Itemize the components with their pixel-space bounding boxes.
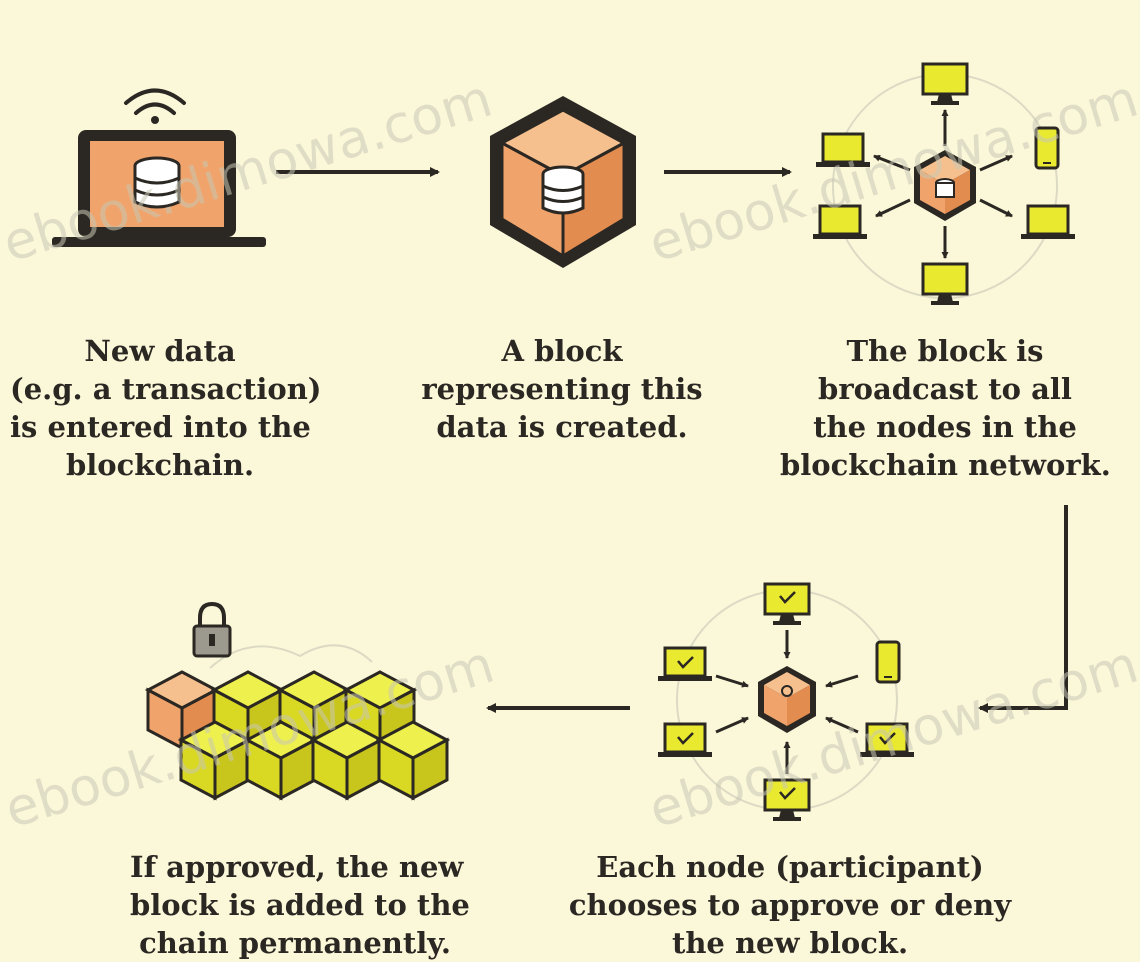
caption-line: If approved, the new: [130, 850, 464, 884]
caption-line: (e.g. a transaction): [10, 372, 322, 406]
laptop-database-icon: [52, 88, 266, 247]
step-4-caption: Each node (participant) chooses to appro…: [560, 848, 1020, 962]
network-broadcast-icon: [811, 62, 1077, 307]
caption-line: A block: [501, 334, 623, 368]
step-5-caption: If approved, the new block is added to t…: [130, 848, 470, 962]
caption-line: New data: [84, 334, 236, 368]
caption-line: Each node (participant): [596, 850, 984, 884]
caption-line: the nodes in the: [813, 410, 1077, 444]
caption-line: block is added to the: [130, 888, 470, 922]
step-1-caption: New data (e.g. a transaction) is entered…: [10, 332, 322, 484]
arrow-step3-to-step4: [978, 505, 1068, 713]
caption-line: data is created.: [436, 410, 688, 444]
blockchain-cubes-icon: [146, 601, 449, 800]
caption-line: is entered into the: [10, 410, 311, 444]
caption-line: blockchain.: [65, 448, 255, 482]
caption-line: representing this: [421, 372, 703, 406]
caption-line: chooses to approve or deny: [568, 888, 1012, 922]
node-approval-icon: [656, 582, 916, 823]
caption-line: chain permanently.: [139, 926, 451, 960]
caption-line: The block is: [846, 334, 1044, 368]
step-2-caption: A block representing this data is create…: [412, 332, 712, 446]
caption-line: the new block.: [671, 926, 909, 960]
block-cube-icon: [490, 96, 636, 268]
caption-line: broadcast to all: [818, 372, 1072, 406]
lock-icon: [192, 601, 232, 658]
step-3-caption: The block is broadcast to all the nodes …: [780, 332, 1111, 484]
caption-line: blockchain network.: [780, 448, 1111, 482]
